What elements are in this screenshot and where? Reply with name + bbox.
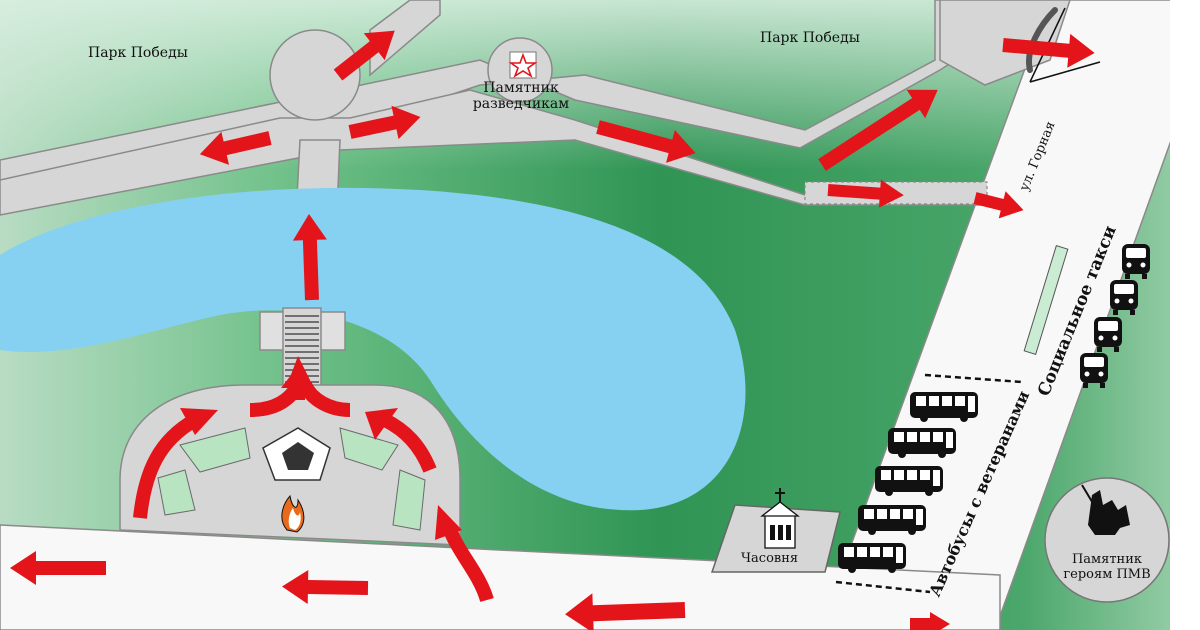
route-arrow bbox=[348, 105, 421, 140]
bottom-road bbox=[0, 524, 1001, 630]
chapel-icon bbox=[710, 488, 841, 573]
memorial-center bbox=[282, 442, 314, 470]
route-arrow bbox=[910, 612, 950, 630]
arrow-head bbox=[365, 408, 398, 440]
bus-parking-top-line bbox=[924, 373, 1023, 384]
route-arrows bbox=[10, 30, 1095, 630]
monument-scouts-line1: Памятник bbox=[483, 80, 559, 96]
monument-heroes-label: Памятник героям ПМВ bbox=[1052, 552, 1162, 583]
curved-route-arrow bbox=[298, 381, 351, 417]
route-arrow bbox=[1002, 33, 1095, 68]
arrow-head bbox=[180, 408, 218, 435]
bus-parking-bottom-line bbox=[835, 580, 931, 594]
bus-icon bbox=[888, 428, 956, 458]
park-label-right: Парк Победы bbox=[760, 30, 860, 46]
route-arrow bbox=[827, 179, 904, 208]
ne-line-2 bbox=[1029, 61, 1101, 83]
map-edge bbox=[1170, 0, 1200, 630]
curved-sculpture bbox=[1026, 7, 1058, 73]
stairs-steps bbox=[285, 315, 319, 383]
curved-route-arrows bbox=[133, 381, 494, 603]
eternal-flame-icon bbox=[281, 494, 305, 533]
monument-heroes-line2: героям ПМВ bbox=[1063, 566, 1151, 582]
bus-icon bbox=[875, 466, 943, 496]
route-arrow bbox=[10, 551, 106, 585]
route-arrow bbox=[565, 593, 686, 630]
curved-arrow-heads bbox=[180, 356, 462, 540]
route-arrow bbox=[333, 30, 395, 81]
soldiers-monument-icon bbox=[1044, 477, 1170, 603]
curved-route-arrow bbox=[133, 413, 199, 519]
bus-icon bbox=[910, 392, 978, 422]
arrow-head bbox=[286, 356, 314, 388]
route-arrow bbox=[818, 89, 938, 171]
route-arrow bbox=[282, 569, 369, 604]
red-star-icon bbox=[508, 51, 538, 79]
curved-route-arrow bbox=[443, 527, 494, 603]
flowerbeds bbox=[157, 427, 426, 531]
route-arrow bbox=[596, 120, 696, 163]
route-arrow bbox=[973, 191, 1024, 219]
monument-heroes-line1: Памятник bbox=[1071, 552, 1143, 567]
taxi-lane-marker bbox=[1023, 245, 1069, 355]
lake bbox=[0, 187, 746, 511]
monument-scouts-label: Памятник разведчикам bbox=[468, 80, 574, 112]
curved-route-arrow bbox=[249, 381, 305, 417]
arrow-head bbox=[435, 505, 462, 540]
route-arrow bbox=[199, 131, 272, 165]
bus-icon bbox=[858, 505, 926, 535]
bus-icon bbox=[838, 543, 906, 573]
curved-route-arrow bbox=[381, 413, 437, 473]
park-label-left: Парк Победы bbox=[88, 45, 188, 61]
chapel-label: Часовня bbox=[741, 551, 799, 566]
monument-scouts-line2: разведчикам bbox=[472, 96, 570, 113]
route-arrow bbox=[292, 214, 327, 301]
